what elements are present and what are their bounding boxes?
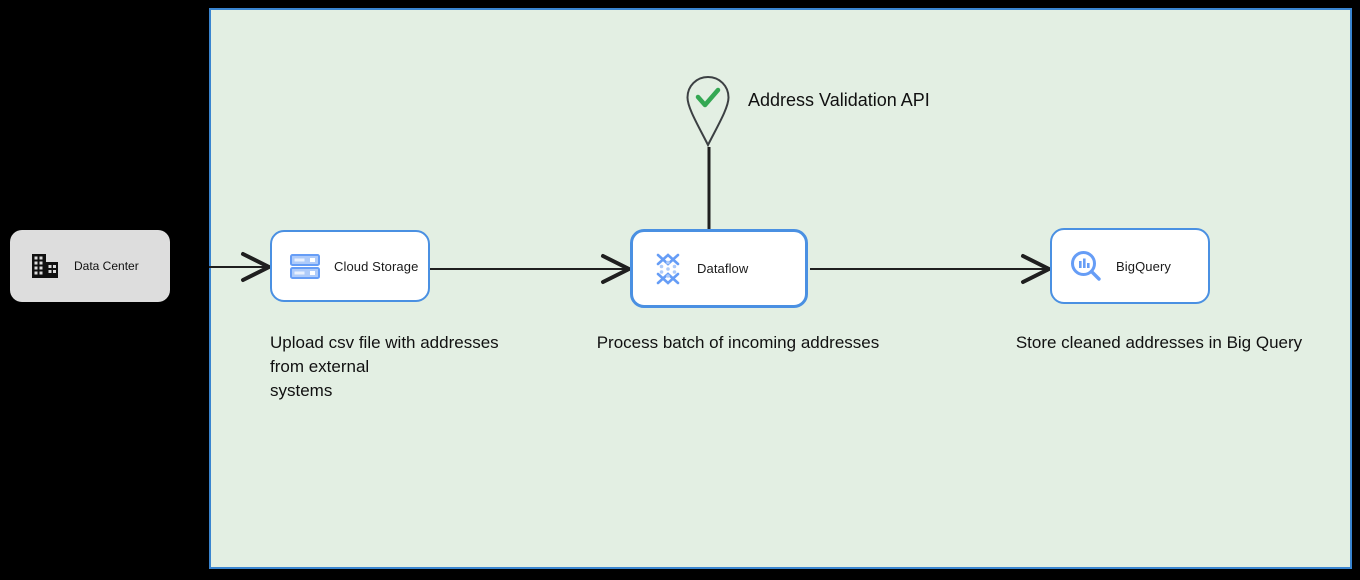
address-validation-api-label: Address Validation API (748, 90, 930, 110)
node-bigquery-label: BigQuery (1116, 258, 1171, 274)
bigquery-icon (1068, 248, 1104, 284)
node-cloud-storage[interactable]: Cloud Storage (270, 230, 430, 302)
caption-bigquery: Store cleaned addresses in Big Query (1015, 333, 1303, 352)
node-data-center[interactable]: Data Center (10, 230, 170, 302)
map-pin-check-icon[interactable] (685, 75, 731, 148)
node-bigquery[interactable]: BigQuery (1050, 228, 1210, 304)
building-icon (30, 251, 60, 281)
caption-dataflow: Process batch of incoming addresses (596, 333, 880, 352)
node-dataflow[interactable]: Dataflow (630, 229, 808, 308)
node-dataflow-label: Dataflow (697, 261, 749, 276)
cloud-storage-icon (288, 249, 322, 283)
node-data-center-label: Data Center (74, 259, 139, 273)
caption-cloud-storage: Upload csv file with addresses from exte… (270, 333, 499, 400)
node-cloud-storage-label: Cloud Storage (334, 258, 419, 274)
dataflow-icon (651, 252, 685, 286)
